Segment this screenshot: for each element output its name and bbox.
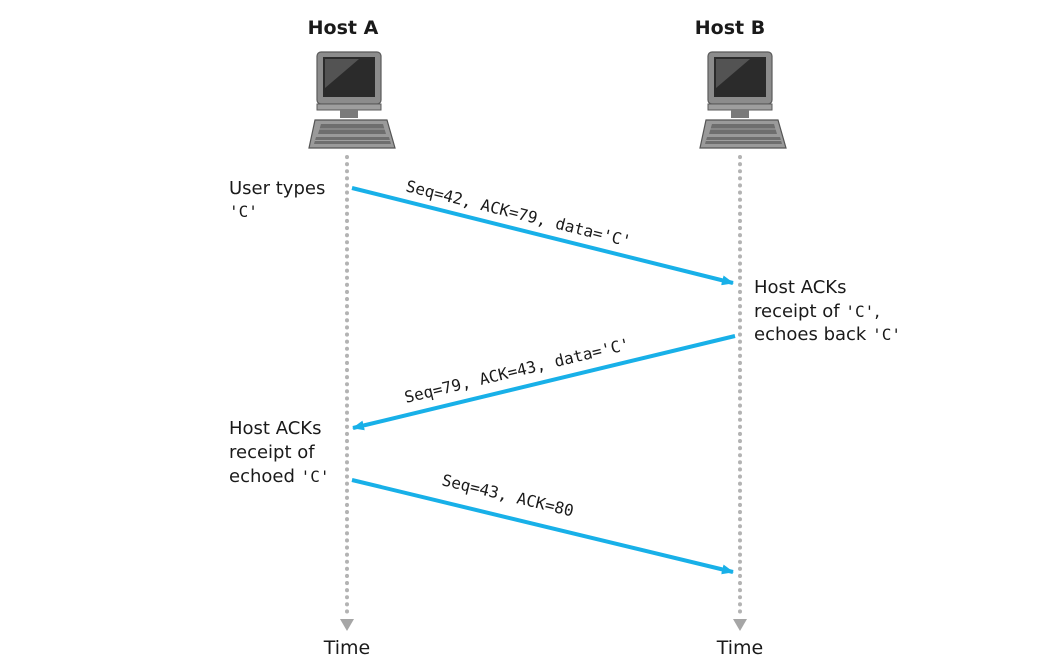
note-host-a-ack-line2: receipt of [229,442,315,463]
message-label-1: Seq=42, ACK=79, data='C' [404,176,633,250]
message-arrow-1 [351,186,734,286]
note-host-a-ack-line3: echoed 'C' [229,466,330,487]
desktop-computer-icon [308,51,396,149]
host-a-title: Host A [308,17,379,39]
host-b-time-arrow [733,619,747,631]
host-a-time-label: Time [323,637,371,659]
note-host-b-ack-line3: echoes back 'C' [754,324,901,345]
note-host-b-ack-line2: receipt of 'C', [754,301,880,322]
message-arrow-2 [352,334,736,431]
host-a-time-arrow [340,619,354,631]
note-user-types: User types 'C' [229,178,325,221]
desktop-computer-icon [699,51,787,149]
message-arrow-3 [351,478,734,575]
note-host-a-ack-line1: Host ACKs [229,418,321,439]
note-user-types-char: 'C' [229,202,258,221]
note-user-types-line1: User types [229,178,325,199]
host-b-time-label: Time [716,637,764,659]
note-host-b-ack-line1: Host ACKs [754,277,846,298]
note-host-a-ack: Host ACKs receipt of echoed 'C' [229,418,330,487]
note-host-b-ack: Host ACKs receipt of 'C', echoes back 'C… [754,277,901,345]
host-b-title: Host B [695,17,765,39]
message-label-3: Seq=43, ACK=80 [440,470,576,520]
